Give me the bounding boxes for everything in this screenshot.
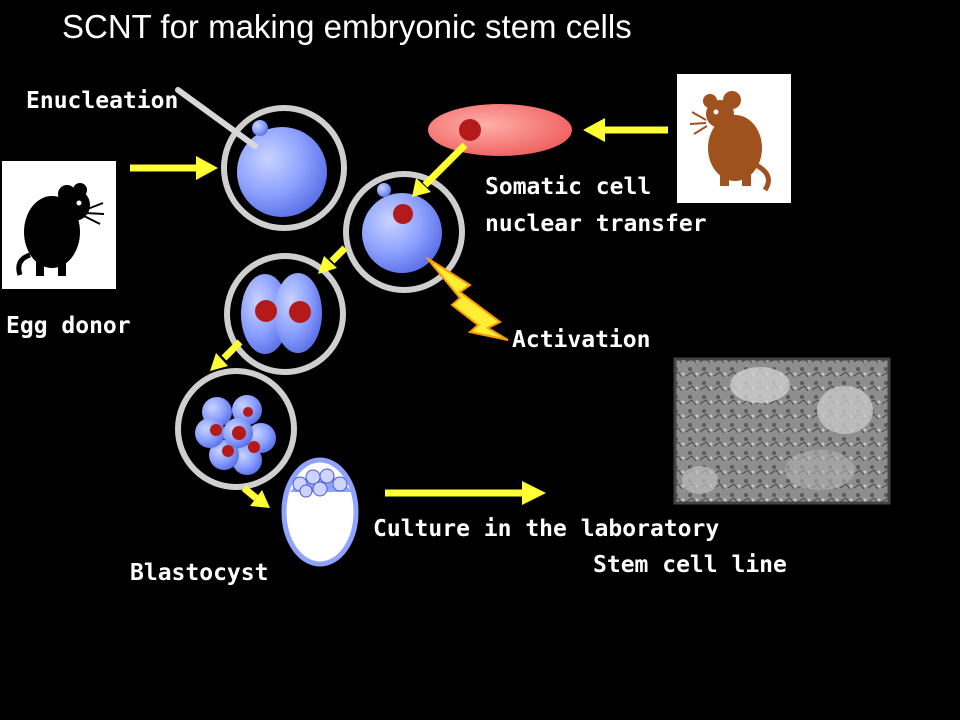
blastocyst (281, 457, 359, 567)
label-blastocyst: Blastocyst (130, 560, 269, 586)
egg-donor-mouse-icon (2, 161, 116, 289)
somatic-cell (428, 104, 572, 156)
label-somatic-cell: Somatic cell (485, 174, 652, 200)
lightning-bolt-icon (426, 257, 509, 341)
two-cell-embryo (224, 253, 346, 375)
enucleation-pipette (175, 87, 258, 149)
egg-cell (221, 105, 347, 231)
arrow-somatic-donor-to-cell (583, 118, 668, 142)
label-nuclear-transfer: nuclear transfer (485, 211, 707, 237)
label-enucleation: Enucleation (26, 88, 179, 114)
multi-cell-embryo (175, 368, 297, 490)
arrow-to-blastocyst (241, 485, 270, 508)
stem-cell-micrograph (673, 357, 891, 505)
arrow-to-culture (385, 481, 546, 505)
label-activation: Activation (512, 327, 651, 353)
arrow-to-two-cell (318, 245, 348, 274)
arrow-nucleus-transfer (412, 142, 468, 197)
arrow-to-multi-cell (210, 339, 243, 371)
somatic-donor-mouse-icon (677, 74, 791, 203)
label-culture: Culture in the laboratory (373, 516, 720, 542)
label-egg-donor: Egg donor (6, 313, 131, 339)
arrow-egg-donor-to-egg (130, 156, 218, 180)
label-stem-cell-line: Stem cell line (593, 552, 787, 578)
slide-title: SCNT for making embryonic stem cells (62, 8, 632, 45)
